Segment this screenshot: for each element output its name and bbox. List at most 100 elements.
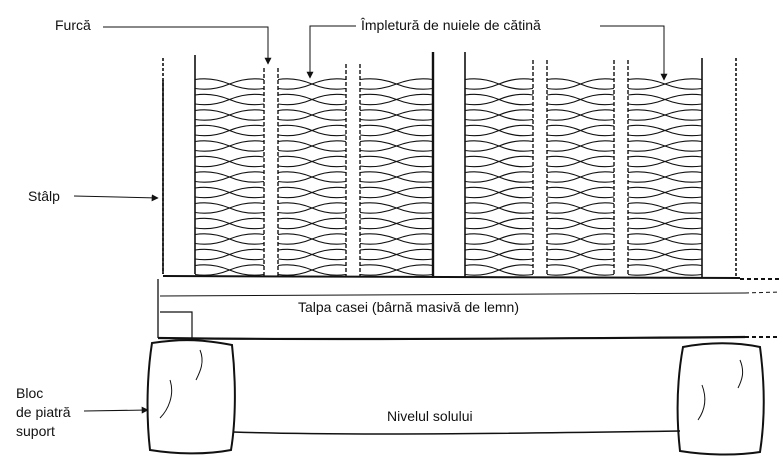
wattle-rod (464, 171, 534, 183)
wattle-rod (359, 109, 434, 121)
wattle-rod (359, 140, 434, 152)
wattle-rod (277, 202, 347, 214)
label-talpa-casei: Talpa casei (bârnă masivă de lemn) (298, 299, 519, 315)
wattle-rod (277, 155, 347, 168)
wattle-rod (464, 186, 534, 199)
wattle-rod (359, 171, 434, 183)
wattle-rod (359, 264, 434, 276)
stone-block-right (676, 342, 765, 456)
wattle-rod (194, 109, 265, 121)
wattle-rod (277, 78, 347, 90)
sill-beam-dash-2 (744, 291, 781, 294)
wattle-rod (546, 264, 615, 276)
label-bloc-line: suport (16, 423, 55, 439)
wattle-rod (464, 155, 534, 168)
wattle-rod (464, 248, 534, 261)
wattle-rod (627, 171, 703, 183)
label-bloc-line: Bloc (16, 385, 44, 401)
wattle-rod (194, 248, 265, 261)
wattle-rod (194, 78, 265, 90)
wattle-rod (627, 109, 703, 121)
impletura-arrow-left (306, 25, 356, 79)
wattle-rod (627, 264, 703, 276)
wattle-rod (194, 217, 265, 230)
wattle-rod (464, 78, 534, 90)
sill-beam-bottom (157, 335, 746, 341)
wattle-rod (194, 140, 265, 152)
wattle-rod (194, 186, 265, 199)
wattle-rod (627, 93, 703, 106)
wattle-rod (464, 233, 534, 245)
wall-posts (162, 52, 737, 278)
wattle-rod (627, 124, 703, 137)
wattle-rod (627, 140, 703, 152)
wattle-rod (277, 233, 347, 245)
wattle-rod (194, 155, 265, 168)
label-bloc-piatra: Bloc de piatră suport (16, 384, 70, 441)
label-stalp: Stâlp (28, 188, 60, 204)
wattle-rod (464, 109, 534, 121)
stone-crack (697, 384, 706, 421)
wattle-rod (464, 124, 534, 137)
wattle-rod (464, 140, 534, 152)
label-bloc-line: de piatră (16, 404, 71, 420)
wattle-rod (277, 248, 347, 261)
wattle-rod (277, 93, 347, 106)
stone-crack (195, 349, 203, 381)
sill-beam-inner (159, 292, 746, 297)
wattle-rod (194, 124, 265, 137)
stone-crack (159, 379, 173, 419)
wattle-rod (627, 233, 703, 245)
wattle-rod (359, 186, 434, 199)
bloc-arrow (83, 406, 149, 414)
wattle-rod (464, 202, 534, 214)
wattle-rod (194, 202, 265, 214)
wattle-rod (627, 202, 703, 214)
wattle-rod (464, 264, 534, 276)
wattle-rod (546, 140, 615, 152)
wattle-weave (194, 78, 703, 276)
wattle-rod (359, 78, 434, 90)
wattle-rod (546, 233, 615, 245)
wattle-rod (546, 93, 615, 106)
label-furca: Furcă (55, 17, 91, 33)
wattle-rod (627, 248, 703, 261)
wattle-rod (546, 109, 615, 121)
wattle-rod (359, 233, 434, 245)
wattle-rod (546, 202, 615, 214)
wattle-rod (359, 155, 434, 168)
wattle-rod (546, 155, 615, 168)
wattle-rod (194, 233, 265, 245)
stalp-arrow (73, 194, 159, 202)
wall-base-line (162, 275, 741, 279)
wattle-rod (277, 140, 347, 152)
impletura-arrow-right (600, 25, 668, 81)
wattle-rod (359, 248, 434, 261)
label-impletura: Împletură de nuiele de cătină (361, 17, 541, 33)
wattle-rod (546, 186, 615, 199)
wattle-rod (359, 124, 434, 137)
label-callouts (73, 25, 668, 414)
wattle-rod (627, 217, 703, 230)
furca-arrow (103, 26, 272, 65)
wattle-rod (464, 217, 534, 230)
wattle-rod (194, 171, 265, 183)
wattle-rod (277, 109, 347, 121)
wattle-rod (627, 186, 703, 199)
label-nivelul-solului: Nivelul solului (387, 408, 473, 424)
wattle-rod (359, 202, 434, 214)
sill-beam-notch (160, 311, 193, 338)
wattle-rod (359, 217, 434, 230)
wattle-rod (464, 93, 534, 106)
wattle-rod (359, 93, 434, 106)
wattle-rod (546, 217, 615, 230)
wattle-rod (277, 171, 347, 183)
wattle-rod (277, 217, 347, 230)
ground-line (232, 430, 681, 435)
wattle-rod (194, 264, 265, 276)
wattle-rod (546, 124, 615, 137)
wattle-rod (546, 78, 615, 90)
stone-crack (737, 359, 744, 389)
wattle-rod (627, 155, 703, 168)
